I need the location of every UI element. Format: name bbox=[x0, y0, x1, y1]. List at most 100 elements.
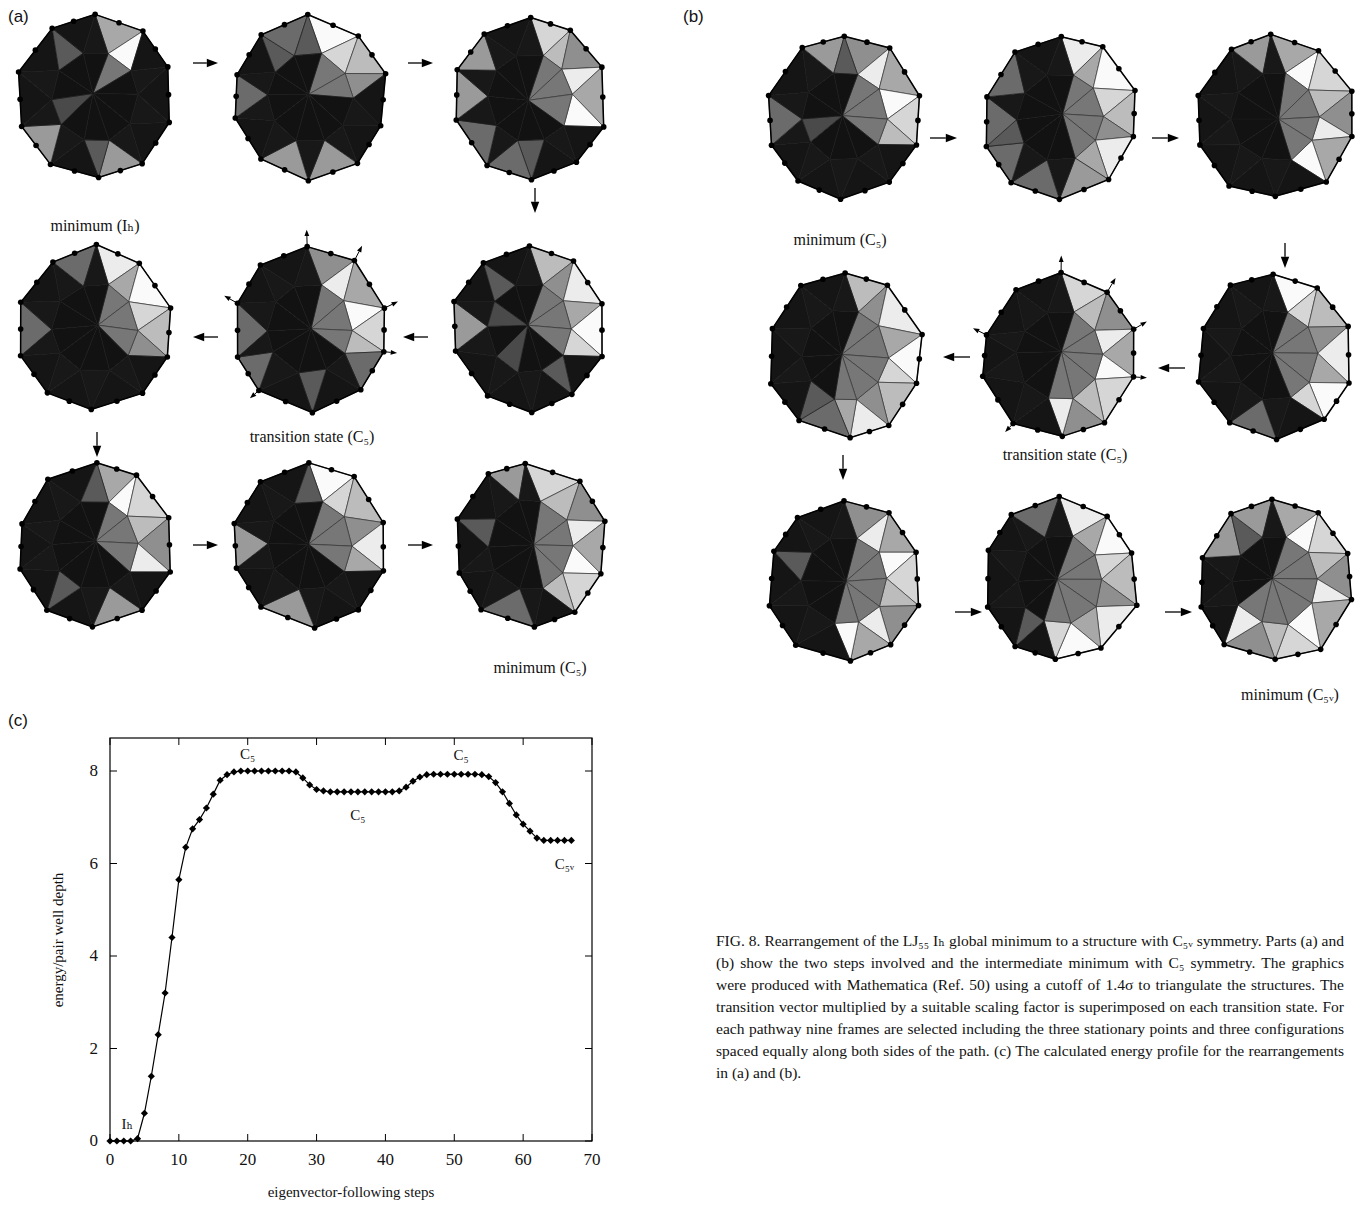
atom-dot bbox=[139, 607, 145, 613]
atom-dot bbox=[1198, 604, 1204, 610]
atom-dot bbox=[18, 353, 24, 359]
atom-dot bbox=[366, 142, 372, 148]
atom-dot bbox=[285, 615, 291, 621]
atom-dot bbox=[1349, 88, 1355, 94]
atom-dot bbox=[549, 251, 555, 257]
data-marker bbox=[175, 876, 182, 883]
atom-dot bbox=[598, 571, 604, 577]
cluster-facet bbox=[1095, 516, 1132, 555]
data-marker bbox=[141, 1110, 148, 1117]
data-marker bbox=[492, 779, 499, 786]
data-marker bbox=[437, 771, 444, 778]
atom-dot bbox=[67, 616, 73, 622]
step-arrow bbox=[96, 432, 97, 446]
cluster-facet bbox=[1095, 292, 1134, 330]
atom-dot bbox=[886, 423, 892, 429]
arrow-head bbox=[1140, 322, 1147, 327]
atom-dot bbox=[467, 588, 473, 594]
cluster-facet bbox=[1201, 605, 1238, 645]
cluster-facet bbox=[456, 351, 497, 396]
tick-mark bbox=[454, 738, 455, 745]
atom-dot bbox=[166, 330, 172, 336]
atom-dot bbox=[887, 45, 893, 51]
cluster-facet bbox=[1263, 311, 1288, 353]
cluster-facet bbox=[769, 606, 808, 646]
cluster-facet bbox=[1262, 537, 1286, 578]
atom-dot bbox=[1228, 282, 1234, 288]
atom-dot bbox=[166, 92, 172, 98]
data-marker bbox=[444, 771, 451, 778]
atom-dot bbox=[367, 282, 373, 288]
cluster-facet bbox=[21, 353, 61, 393]
cluster-facet bbox=[802, 354, 842, 380]
atom-dot bbox=[369, 52, 375, 58]
atom-dot bbox=[916, 603, 922, 609]
atom-dot bbox=[258, 156, 264, 162]
figure-caption: FIG. 8. Rearrangement of the LJ₅₅ Iₕ glo… bbox=[716, 930, 1344, 1084]
data-marker bbox=[258, 767, 265, 774]
arrow-head bbox=[943, 353, 954, 361]
cluster-facet bbox=[22, 124, 61, 164]
step-arrow bbox=[930, 137, 946, 138]
data-marker bbox=[203, 804, 210, 811]
atom-dot bbox=[885, 282, 891, 288]
atom-dot bbox=[70, 468, 76, 474]
cluster-facet bbox=[1308, 51, 1351, 91]
atom-dot bbox=[886, 179, 892, 185]
tick-mark bbox=[385, 738, 386, 745]
data-marker bbox=[347, 788, 354, 795]
atom-dot bbox=[867, 429, 873, 435]
tick-mark bbox=[385, 1134, 386, 1141]
atom-dot bbox=[1197, 142, 1203, 148]
arrow-head bbox=[839, 469, 847, 480]
data-marker bbox=[533, 834, 540, 841]
cluster-outline bbox=[237, 247, 384, 413]
atom-dot bbox=[17, 96, 23, 102]
atom-dot bbox=[166, 515, 172, 521]
tick-mark bbox=[316, 1134, 317, 1141]
atom-dot bbox=[902, 622, 908, 628]
cluster-facet bbox=[562, 30, 602, 69]
atom-dot bbox=[1053, 656, 1059, 662]
atom-dot bbox=[481, 31, 487, 37]
atom-dot bbox=[504, 466, 510, 472]
cluster-facet bbox=[131, 31, 168, 71]
cluster-facet bbox=[81, 463, 109, 502]
atom-dot bbox=[1080, 504, 1086, 510]
atom-dot bbox=[1032, 188, 1038, 194]
atom-dot bbox=[165, 64, 171, 70]
cluster-facet bbox=[567, 481, 605, 521]
cluster-facet bbox=[830, 538, 857, 581]
atom-dot bbox=[235, 327, 241, 333]
cluster-outline bbox=[21, 245, 171, 410]
atom-dot bbox=[235, 354, 241, 360]
atom-dot bbox=[1199, 580, 1205, 586]
step-arrow bbox=[193, 62, 207, 63]
cluster-facet bbox=[1232, 579, 1272, 605]
data-marker bbox=[485, 773, 492, 780]
atom-dot bbox=[1131, 111, 1137, 117]
data-marker bbox=[368, 788, 375, 795]
atom-dot bbox=[1336, 156, 1342, 162]
atom-dot bbox=[1214, 304, 1220, 310]
atom-dot bbox=[1292, 278, 1298, 284]
atom-dot bbox=[1330, 530, 1336, 536]
frame-label: transition state (C₅) bbox=[250, 428, 375, 446]
atom-dot bbox=[820, 39, 826, 45]
tick-label: 6 bbox=[90, 854, 99, 873]
arrow-head bbox=[1059, 256, 1064, 262]
data-marker bbox=[244, 767, 251, 774]
tick-label: 30 bbox=[308, 1151, 325, 1170]
atom-dot bbox=[1249, 504, 1255, 510]
atom-dot bbox=[507, 401, 513, 407]
atom-dot bbox=[914, 576, 920, 582]
chart-label: C₅ bbox=[240, 746, 255, 763]
atom-dot bbox=[167, 569, 173, 575]
atom-dot bbox=[485, 393, 491, 399]
cluster-facet bbox=[83, 14, 108, 53]
cluster-facet bbox=[52, 325, 98, 353]
atom-dot bbox=[1008, 512, 1014, 518]
atom-dot bbox=[18, 299, 24, 305]
atom-dot bbox=[796, 418, 802, 424]
atom-dot bbox=[1347, 574, 1353, 580]
